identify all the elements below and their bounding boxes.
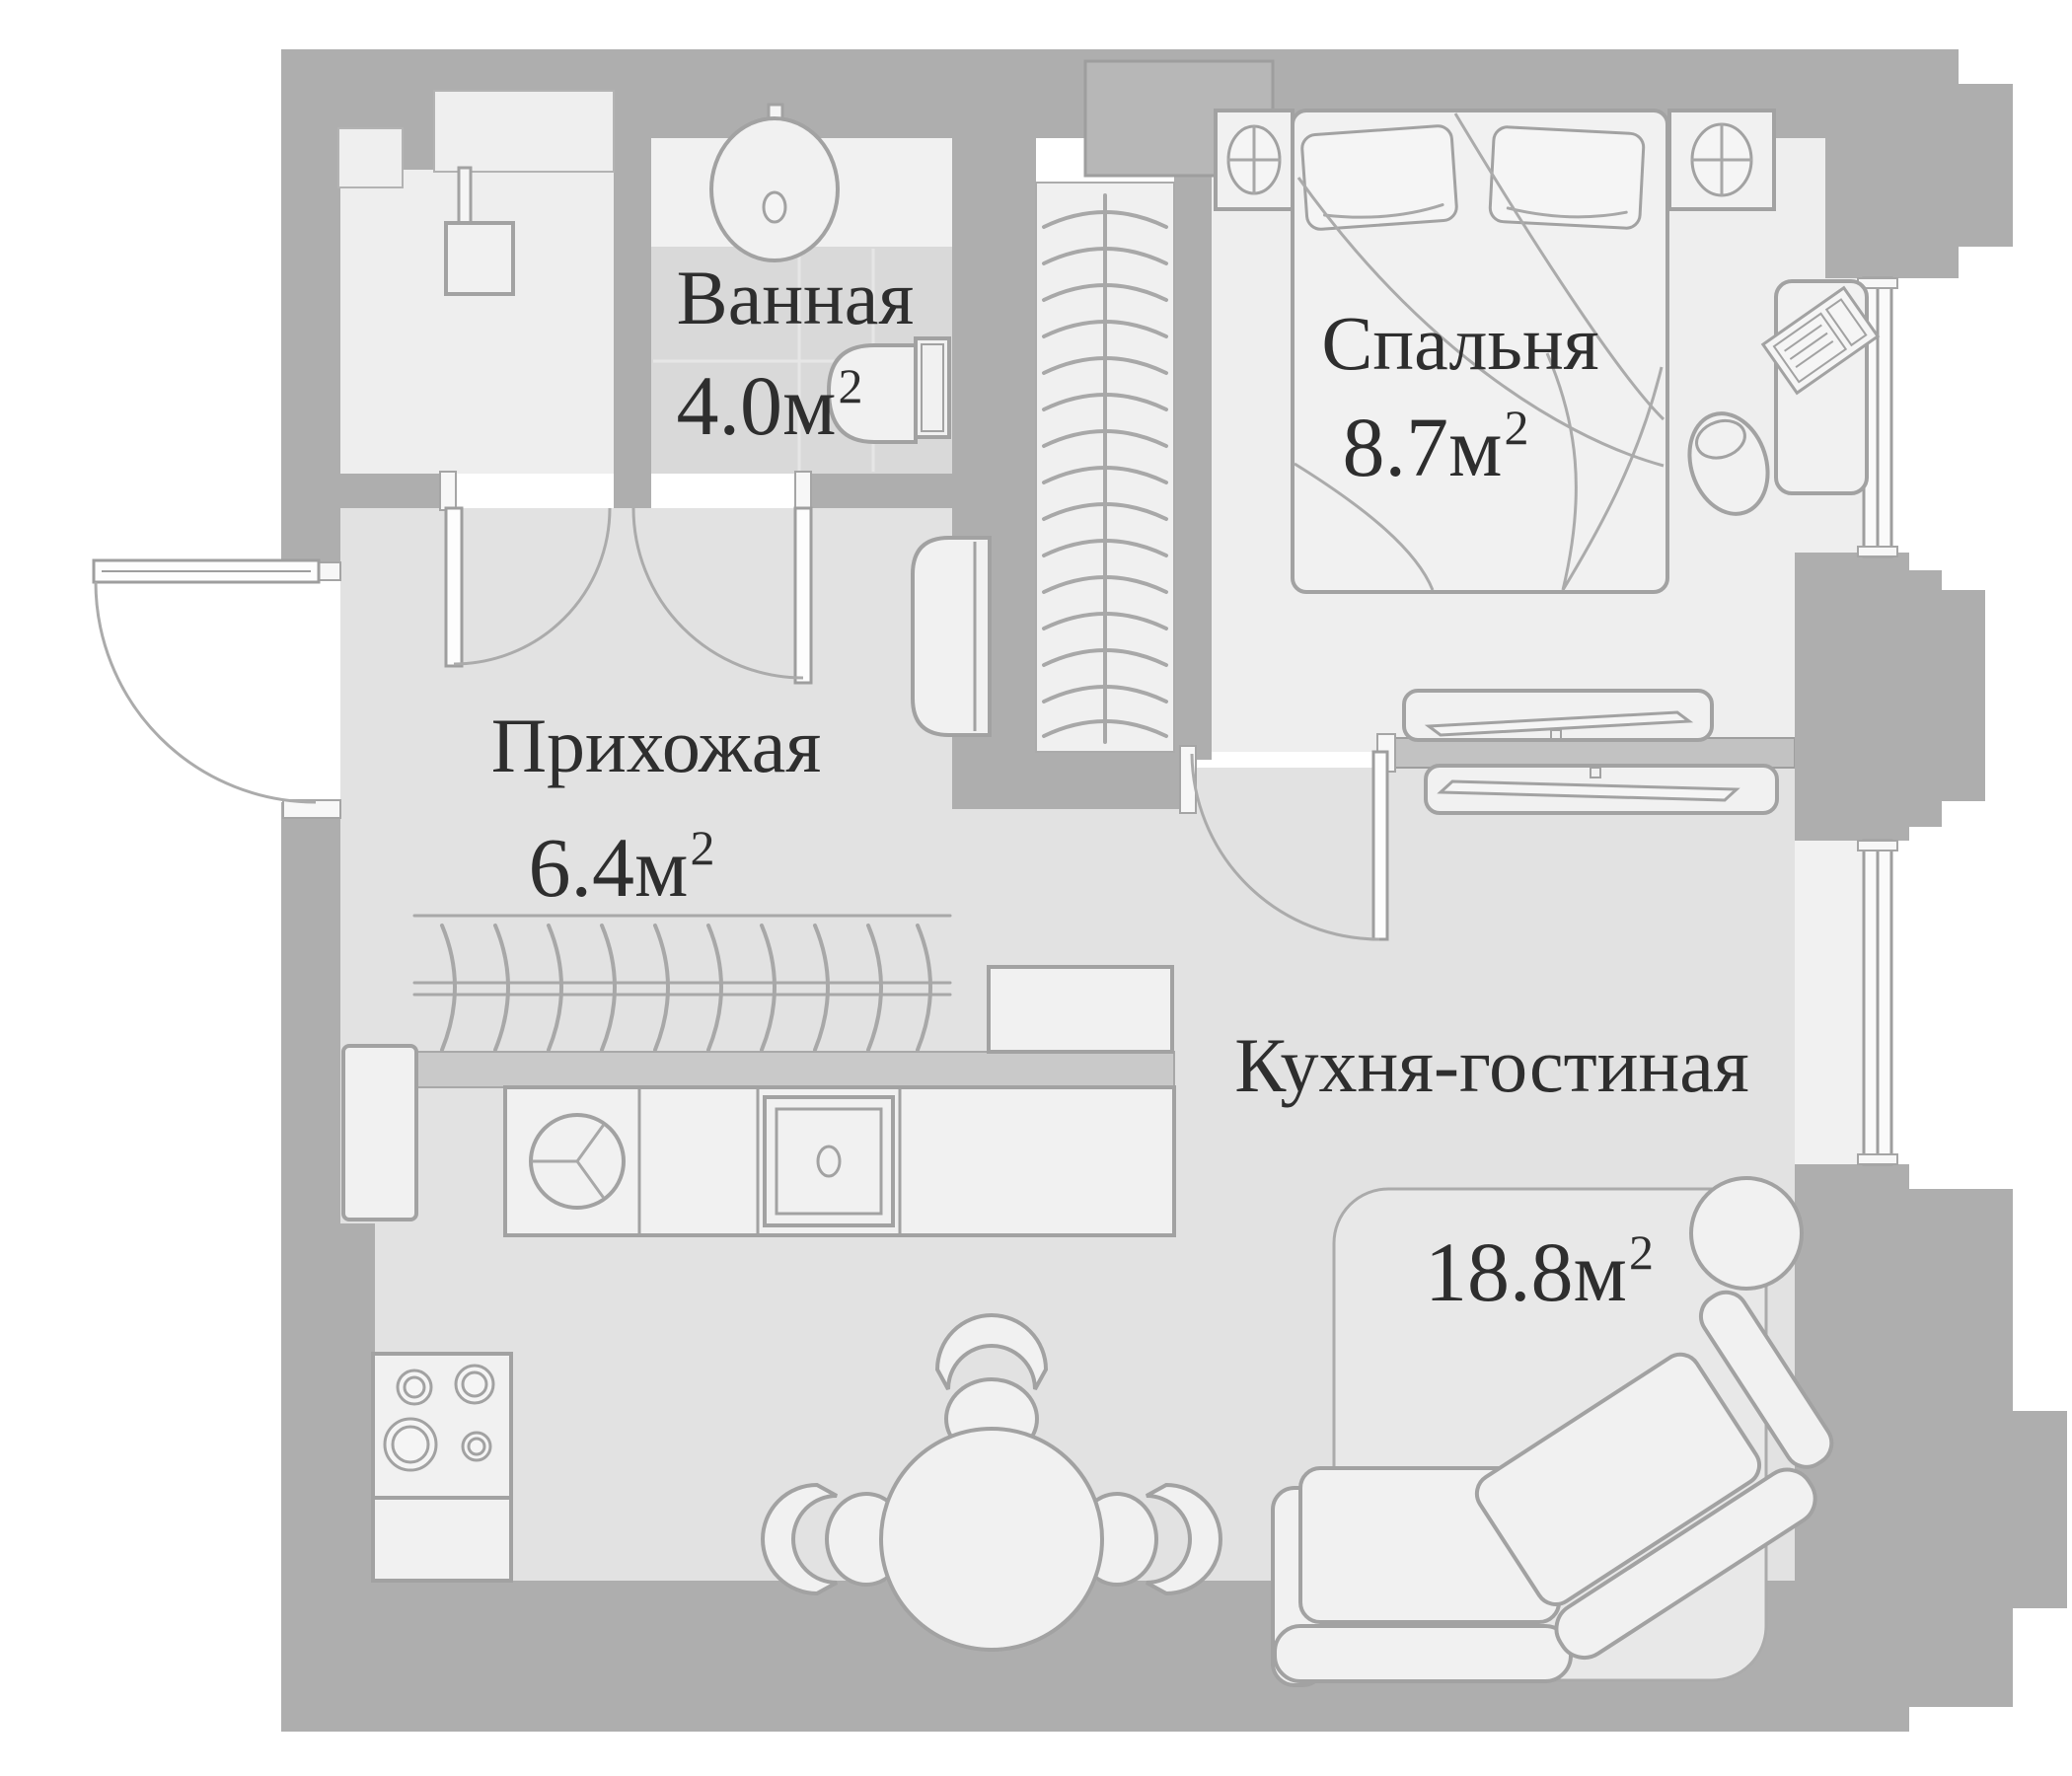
wardrobe-closet: [1035, 182, 1175, 753]
wall-under-closet: [952, 752, 1194, 809]
label-kitchen-living-area: 18.8м2: [1425, 1224, 1654, 1319]
kitchen-sink: [529, 1113, 626, 1210]
wall-left-lower: [281, 802, 340, 1581]
closet-hangers: [1042, 210, 1168, 738]
label-bedroom-area: 8.7м2: [1343, 400, 1529, 494]
pillar-mid-right-3: [1942, 590, 1985, 801]
coat-rack-shelf: [413, 1051, 1175, 1088]
floor-window-bay-living: [1795, 841, 1868, 1164]
side-table: [1689, 1176, 1804, 1291]
nightstand-left: [1214, 109, 1295, 211]
label-bedroom-name: Спальня: [1321, 300, 1598, 386]
oven: [763, 1095, 895, 1227]
walls: [281, 49, 2067, 1732]
blanket-fold-lines: [1294, 112, 1665, 591]
sofa: [1271, 1290, 1834, 1687]
coat-rack-hangers: [440, 924, 932, 1052]
pillow: [1300, 124, 1458, 231]
living-room-furniture: [761, 764, 1834, 1687]
laptop: [1760, 285, 1881, 396]
window-living: [1857, 839, 1898, 1166]
base-cabinet: [371, 1496, 513, 1583]
wall-top-right-block: [1825, 49, 1959, 278]
label-bathroom-name: Ванная: [677, 255, 915, 340]
dining-set: [761, 1313, 1222, 1652]
wall-bedroom-living-partition: [1392, 737, 1796, 769]
dining-table: [879, 1427, 1104, 1652]
hallway-furniture: [412, 536, 1175, 1088]
counter-dividers: [637, 1089, 902, 1233]
bathroom-door: [631, 471, 813, 685]
wall-laundry-bath-divider: [614, 170, 651, 474]
pillar-mid-right-2: [1909, 570, 1942, 827]
tv-console-living: [1424, 764, 1779, 815]
bathroom-sink: [709, 103, 840, 262]
wall-left-step: [340, 1223, 375, 1581]
bedroom-door: [1179, 733, 1396, 941]
kitchen: [341, 1044, 1176, 1583]
label-kitchen-living-name: Кухня-гостиная: [1234, 1022, 1748, 1108]
bathroom-fixtures: [444, 103, 951, 444]
wall-niche-small: [337, 127, 404, 188]
wall-niche-large: [433, 90, 615, 173]
coat-rack: [412, 914, 1175, 1088]
fridge: [341, 1044, 418, 1221]
pillow: [1488, 125, 1646, 230]
doors: [92, 471, 1396, 941]
label-bathroom-area: 4.0м2: [677, 358, 863, 453]
laundry-door: [439, 471, 612, 668]
tv-console-bedroom: [1402, 689, 1714, 742]
pillar-mid-right-1: [1795, 553, 1909, 841]
label-hallway-area: 6.4м2: [529, 820, 715, 915]
toilet: [826, 336, 951, 444]
wall-under-bathroom: [799, 474, 952, 508]
hallway-cabinet: [911, 536, 992, 737]
wall-left-upper: [281, 138, 340, 580]
nightstand-right: [1667, 109, 1776, 211]
desk-chair: [1687, 411, 1770, 516]
pillar-bottom-right-3: [2013, 1411, 2067, 1608]
double-bed: [1291, 109, 1669, 594]
pillar-top-right: [1959, 84, 2013, 247]
room-labels: Ванная 4.0м2 Спальня 8.7м2 Прихожая 6.4м…: [491, 255, 1749, 1319]
label-hallway-name: Прихожая: [491, 703, 822, 788]
wall-door-post: [614, 474, 651, 508]
floor-laundry: [340, 170, 614, 474]
entrance-door: [92, 558, 341, 819]
stove: [371, 1352, 513, 1500]
desk: [1760, 279, 1881, 495]
wall-under-laundry: [340, 474, 454, 508]
washing-machine: [444, 166, 515, 296]
hallway-upper-cabinet: [987, 965, 1174, 1054]
bedroom-furniture: [1214, 109, 1881, 742]
pillar-bottom-right-2: [1909, 1189, 2013, 1707]
wall-closet-right: [1174, 138, 1212, 760]
